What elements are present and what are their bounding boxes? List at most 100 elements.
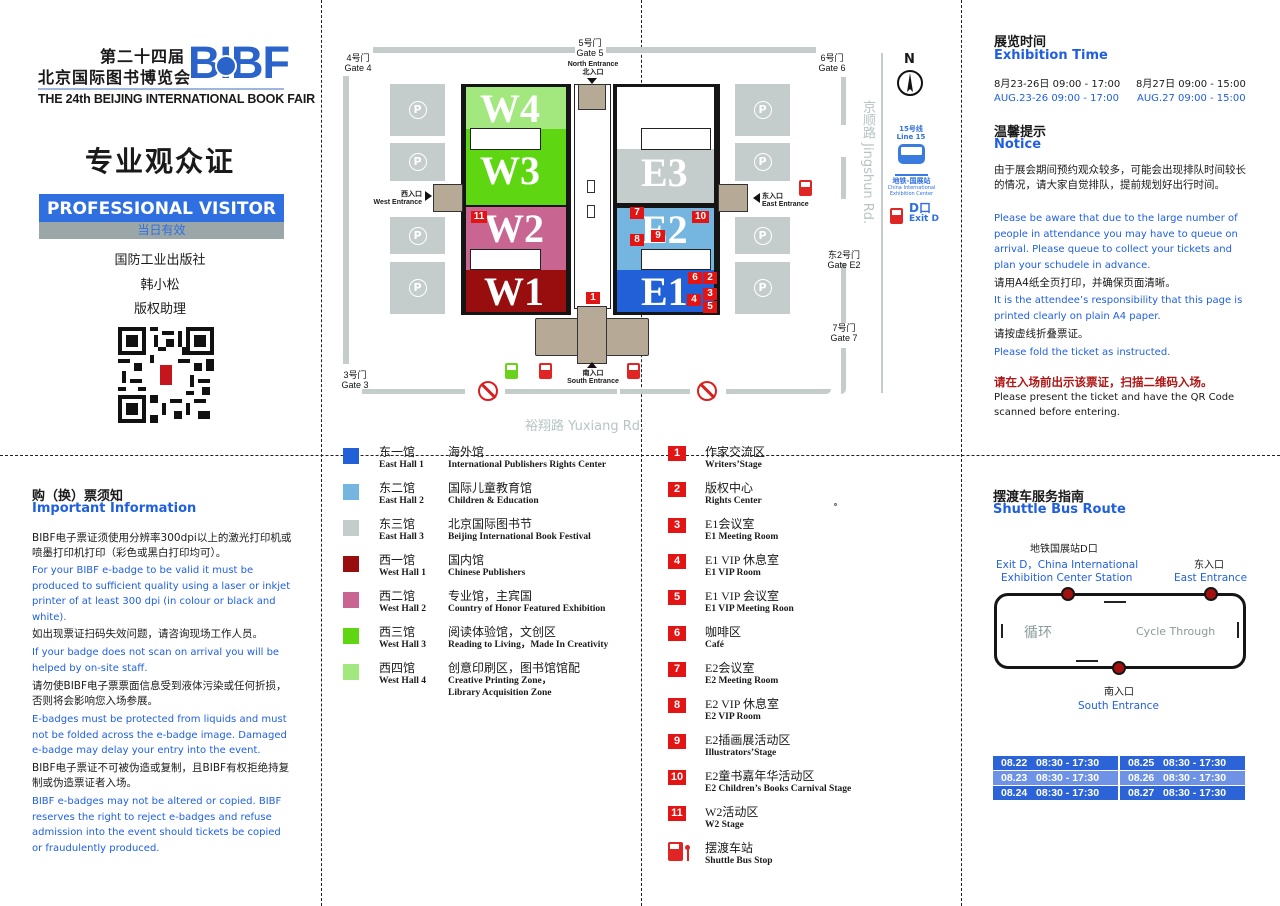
qr-code-icon	[118, 327, 214, 423]
important-item-1-cn: BIBF电子票证须使用分辨率300dpi以上的激光打印机或喷墨打印机打印（彩色或…	[32, 532, 292, 559]
road-east-mid	[841, 263, 846, 323]
schedule-cell: 08.24 08:30 - 17:30	[993, 786, 1118, 800]
parking-icon: P	[753, 226, 772, 245]
important-title-en: Important Information	[32, 501, 197, 516]
notice-title-cn: 温馨提示	[994, 125, 1047, 140]
east-entrance	[718, 184, 748, 212]
important-item-2-en: If your badge does not scan on arrival y…	[32, 647, 280, 674]
schedule-row: 08.22 08:30 - 17:30 08.25 08:30 - 17:30	[993, 756, 1245, 770]
visitor-type-banner: PROFESSIONAL VISITOR	[39, 194, 284, 222]
shuttle-bus-stop-icon[interactable]	[627, 363, 640, 379]
marker-6[interactable]: 6	[688, 272, 702, 284]
schedule-cell: 08.25 08:30 - 17:30	[1120, 756, 1245, 770]
hall-w4[interactable]: W4	[466, 87, 566, 129]
shuttle-bus-stop-icon[interactable]	[799, 180, 812, 196]
stop-metro-dot[interactable]	[1061, 587, 1075, 601]
important-item-1-en: For your BIBF e-badge to be valid it mus…	[32, 565, 291, 623]
stop-south-dot[interactable]	[1112, 661, 1126, 675]
jingshun-road-line	[881, 53, 883, 393]
parking-lot: P	[390, 143, 445, 181]
shuttle-bus-stop-icon[interactable]	[890, 208, 903, 224]
fold-line-horizontal	[0, 455, 1280, 456]
important-item-4-cn: BIBF电子票证不可被伪造或复制，且BIBF有权拒绝持复制或伪造票证者入场。	[32, 762, 290, 789]
marker-4[interactable]: 4	[687, 294, 701, 306]
schedule-cell: 08.23 08:30 - 17:30	[993, 771, 1118, 785]
swatch-west-hall-1	[343, 556, 359, 572]
schedule-cell: 08.22 08:30 - 17:30	[993, 756, 1118, 770]
corridor-kiosk	[587, 180, 595, 193]
arrow-down-icon	[587, 78, 597, 84]
parking-lot: P	[735, 84, 790, 136]
important-item-4-en: BIBF e-badges may not be altered or copi…	[32, 796, 282, 854]
exhibition-slot-1-en: AUG.23-26 09:00 - 17:00	[994, 93, 1119, 104]
bibf-logo: BIBF	[188, 37, 290, 88]
metro-line-label: 15号线 Line 15	[896, 125, 926, 141]
shuttle-bus-stop-icon	[668, 842, 690, 862]
parking-lot: P	[390, 217, 445, 254]
fold-line-2	[641, 0, 642, 906]
important-title-cn: 购（换）票须知	[32, 489, 124, 504]
west-entrance	[433, 184, 463, 212]
stop-metro-en-1: Exit D，China International	[996, 559, 1139, 571]
important-item-3-en: E-badges must be protected from liquids …	[32, 714, 287, 756]
stop-south-en: South Entrance	[1078, 700, 1159, 712]
road-south-3	[620, 389, 690, 394]
loop-label-en: Cycle Through	[1136, 625, 1216, 638]
stop-metro-en-2: Exhibition Center Station	[1001, 572, 1133, 584]
holder-organization: 国防工业出版社	[114, 253, 206, 268]
hall-w1[interactable]: W1	[466, 270, 566, 312]
parking-icon: P	[753, 153, 772, 171]
marker-3[interactable]: 3	[703, 288, 717, 300]
schedule-row: 08.23 08:30 - 17:30 08.26 08:30 - 17:30	[993, 771, 1245, 785]
shuttle-bus-stop-icon[interactable]	[539, 363, 552, 379]
marker-5[interactable]: 5	[703, 301, 717, 313]
logo-en: THE 24th BEIJING INTERNATIONAL BOOK FAIR	[38, 92, 315, 106]
hall-e3[interactable]: E3	[617, 149, 714, 203]
fold-line-1	[321, 0, 322, 906]
marker-2[interactable]: 2	[703, 272, 717, 284]
arrow-down-icon	[1237, 622, 1239, 638]
exhibition-slot-1-cn: 8月23-26日 09:00 - 17:00	[994, 79, 1121, 90]
marker-9[interactable]: 9	[651, 230, 665, 242]
validity-label: 当日有效	[39, 222, 284, 239]
notice-warning-en: Please present the ticket and have the Q…	[994, 392, 1235, 418]
corridor-kiosk	[587, 205, 595, 218]
parking-icon: P	[408, 101, 427, 119]
marker-7[interactable]: 7	[630, 207, 644, 219]
parking-lot: P	[735, 143, 790, 181]
marker-11[interactable]: 11	[471, 211, 487, 223]
important-item-2-cn: 如出现票证扫码失效问题，请咨询现场工作人员。	[32, 628, 263, 640]
marker-8[interactable]: 8	[630, 234, 644, 246]
schedule-cell: 08.27 08:30 - 17:30	[1120, 786, 1245, 800]
arrow-right-icon	[1104, 601, 1126, 603]
stop-east-dot[interactable]	[1204, 587, 1218, 601]
road-south-4	[726, 389, 831, 394]
fold-line-3	[961, 0, 962, 906]
road-name-yuxiang: 裕翔路 Yuxiang Rd.	[525, 419, 645, 434]
compass-icon	[897, 70, 923, 96]
arrow-right-icon	[425, 191, 432, 201]
arrow-up-icon	[1001, 624, 1003, 638]
swatch-east-hall-1	[343, 448, 359, 464]
logo-cn-line1: 第二十四届	[100, 47, 186, 66]
shuttle-title-cn: 摆渡车服务指南	[993, 490, 1085, 505]
metro-station-label: 地铁-国展站 China International Exhibition Ce…	[887, 177, 936, 198]
green-bus-icon	[505, 363, 518, 379]
marker-10[interactable]: 10	[692, 211, 709, 223]
notice-p2-cn: 请用A4纸全页打印，并确保页面清晰。	[994, 277, 1176, 289]
marker-1[interactable]: 1	[586, 292, 600, 304]
notice-title-en: Notice	[994, 137, 1042, 152]
